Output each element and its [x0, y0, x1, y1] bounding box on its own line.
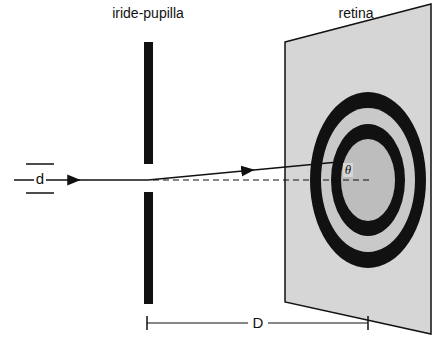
dimension-label: d — [34, 171, 46, 188]
dimension-tick — [26, 163, 54, 165]
dimension-line — [268, 322, 368, 323]
diffracted-ray — [246, 162, 338, 171]
dimension-line — [147, 322, 248, 323]
retina-screen — [285, 4, 431, 334]
part-label: retina — [336, 6, 375, 21]
part-label: iride-pupilla — [110, 6, 186, 21]
optical-axis — [153, 179, 372, 180]
dimension-label: D — [251, 315, 266, 332]
iris-lower — [144, 192, 153, 304]
iris-upper — [144, 42, 153, 164]
incoming-ray — [72, 179, 148, 181]
angle-label: θ — [343, 163, 353, 177]
diffracted-ray — [148, 171, 248, 181]
dimension-tick — [26, 192, 54, 194]
angle-arc — [318, 166, 319, 180]
